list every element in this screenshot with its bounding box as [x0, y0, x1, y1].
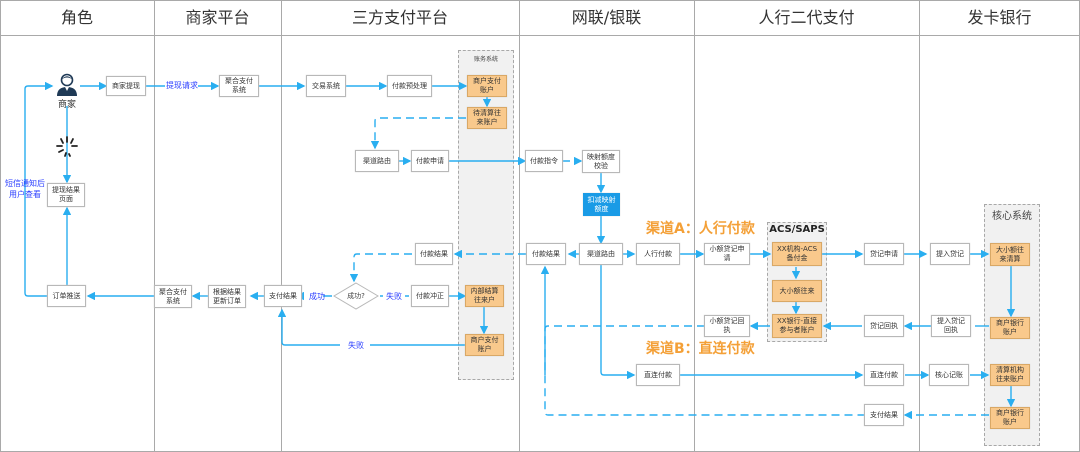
edge-route2-to-direct1	[600, 265, 636, 380]
lane-divider	[919, 0, 920, 452]
edge-label-fail-2: 失败	[348, 341, 364, 350]
node-pay-apply[interactable]: 付款申请	[411, 150, 449, 172]
node-direct-pay-2[interactable]: 直连付款	[864, 364, 904, 386]
node-credit-receipt[interactable]: 贷记回执	[864, 315, 904, 337]
node-payment-result-1[interactable]: 支付结果	[264, 285, 302, 307]
node-aggregate-pay-system-2[interactable]: 聚合支付系统	[154, 285, 192, 308]
sms-notify-line2: 用户查看	[9, 190, 41, 199]
node-clearing-org-account[interactable]: 清算机构往来账户	[990, 364, 1030, 386]
edge-small-receipt-dashed	[544, 325, 865, 416]
lane-header-merchant-platform: 商家平台	[185, 8, 250, 27]
lane-header-third-party-payment: 三方支付平台	[351, 8, 448, 27]
merchant-user-icon	[55, 72, 79, 96]
node-credit-apply[interactable]: 贷记申请	[864, 243, 904, 265]
node-update-order-by-result[interactable]: 根据结果更新订单	[208, 285, 246, 308]
node-channel-route-2[interactable]: 渠道路由	[579, 243, 623, 265]
sms-notify-line1: 短信通知后	[5, 179, 45, 188]
node-aggregate-pay-system-1[interactable]: 聚合支付系统	[219, 75, 259, 97]
edge-label-success: 成功	[309, 292, 325, 301]
node-pay-result-2[interactable]: 付款结果	[526, 243, 566, 265]
node-payment-result-2[interactable]: 支付结果	[864, 404, 904, 426]
node-deduct-mapping-quota[interactable]: 扣减映射额度	[583, 193, 620, 216]
node-merchant-bank-account-1[interactable]: 商户银行账户	[990, 317, 1030, 339]
decision-text: 成功?	[347, 292, 365, 300]
node-small-credit-receipt[interactable]: 小额贷记回执	[704, 315, 750, 337]
node-merchant-pay-account-1[interactable]: 商户支付账户	[467, 75, 507, 97]
core-system-title: 核心系统	[992, 211, 1032, 222]
lane-header-pboc-cnaps2: 人行二代支付	[758, 8, 855, 27]
edge-label-withdraw-request: 提现请求	[166, 81, 198, 90]
node-mapping-quota-check[interactable]: 映射额度校验	[582, 150, 620, 173]
node-trade-system[interactable]: 交易系统	[306, 75, 346, 97]
node-merchant-withdraw[interactable]: 商家提现	[106, 76, 146, 96]
node-acs-reserve[interactable]: XX机构-ACS备付金	[772, 242, 822, 266]
edge-label-sms-notify: 短信通知后 用户查看	[4, 178, 46, 200]
lane-header-netunion-unionpay: 网联/银联	[571, 8, 642, 27]
node-pboc-pay[interactable]: 人行付款	[636, 243, 680, 265]
edge-merchant2-fail-to-payresult	[282, 310, 465, 346]
node-pay-result-1[interactable]: 付款结果	[415, 243, 453, 265]
node-credit-entry-receipt[interactable]: 提入贷记回执	[931, 315, 971, 337]
channel-b-label: 渠道B：直连付款	[646, 341, 755, 357]
header-divider	[0, 35, 1080, 36]
node-pay-preprocess[interactable]: 付款预处理	[387, 75, 432, 97]
edge-orderpush-to-actor	[24, 81, 54, 297]
node-small-credit-apply[interactable]: 小额贷记申请	[704, 243, 750, 265]
lane-divider	[694, 0, 695, 452]
lane-divider	[154, 0, 155, 452]
loading-spinner-icon	[56, 136, 78, 158]
node-merchant-pay-account-2[interactable]: 商户支付账户	[465, 334, 504, 356]
node-direct-participant-account[interactable]: XX银行-直接参与者账户	[772, 314, 822, 338]
actor-name: 商家	[57, 100, 76, 110]
lane-divider	[281, 0, 282, 452]
account-system-title: 账务系统	[473, 56, 498, 63]
decision-success: 成功?	[333, 282, 379, 310]
node-large-small-clearing[interactable]: 大小额往来清算	[990, 243, 1030, 266]
node-pending-clearing-account[interactable]: 待清算往来账户	[467, 107, 507, 129]
node-large-small-exchange[interactable]: 大小额往来	[772, 280, 822, 302]
node-direct-pay-1[interactable]: 直连付款	[636, 364, 680, 386]
node-channel-route-1[interactable]: 渠道路由	[355, 150, 399, 172]
node-credit-entry[interactable]: 提入贷记	[930, 243, 970, 265]
lane-divider	[519, 0, 520, 452]
node-pay-instruction[interactable]: 付款指令	[525, 150, 563, 172]
lane-header-role: 角色	[60, 8, 93, 27]
lane-header-issuing-bank: 发卡银行	[967, 8, 1032, 27]
node-pay-reversal[interactable]: 付款冲正	[411, 285, 449, 307]
edge-payresult1-to-decision	[349, 253, 412, 283]
channel-a-label: 渠道A：人行付款	[646, 221, 755, 237]
node-merchant-bank-account-2[interactable]: 商户银行账户	[990, 407, 1030, 429]
node-order-push[interactable]: 订单推送	[47, 285, 86, 307]
node-withdraw-result-page[interactable]: 提现结果页面	[47, 183, 85, 207]
node-core-booking[interactable]: 核心记账	[929, 364, 969, 386]
acs-saps-title: ACS/SAPS	[769, 224, 825, 235]
node-internal-settlement-account[interactable]: 内部结算往来户	[465, 285, 504, 307]
edge-label-fail-1: 失败	[386, 292, 402, 301]
edge-pending-to-route	[370, 117, 466, 150]
